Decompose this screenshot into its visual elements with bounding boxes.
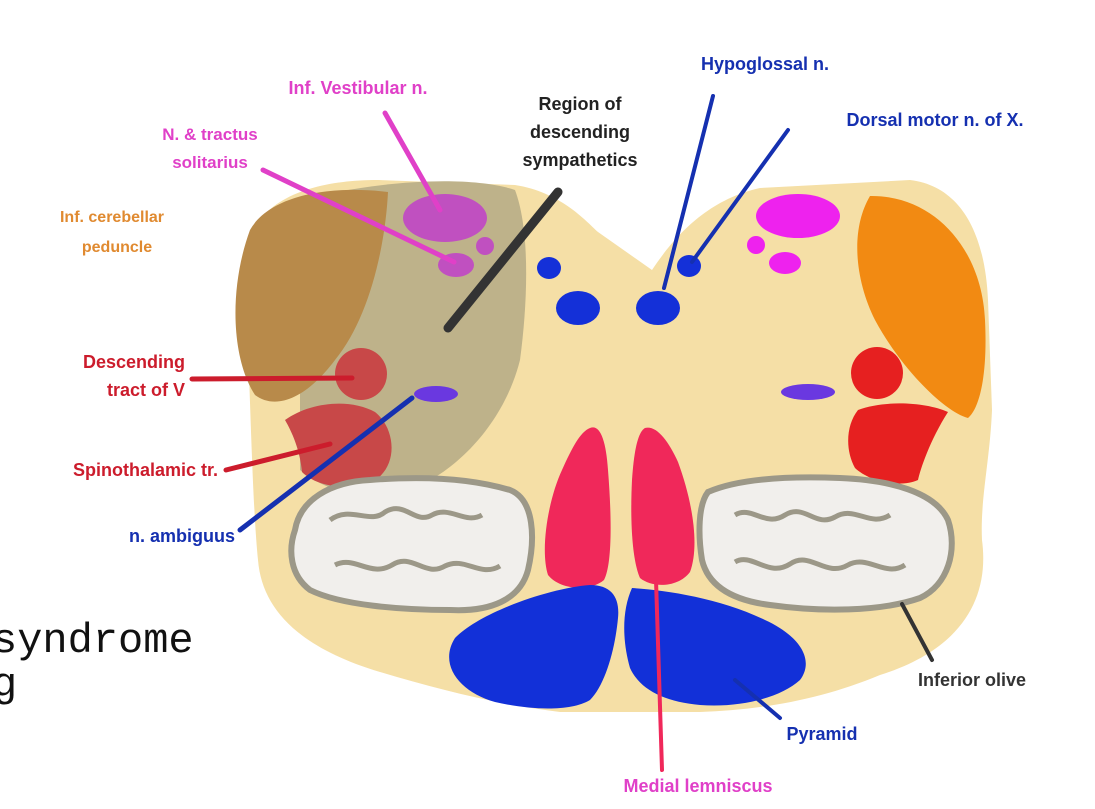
- hypoglossal-nucleus-left: [556, 291, 600, 325]
- label-dorsal-motor: Dorsal motor n. of X.: [846, 110, 1023, 130]
- nucleus-ambiguus-right: [781, 384, 835, 400]
- trigeminal-tract-left: [335, 348, 387, 400]
- label-spinothalamic: Spinothalamic tr.: [73, 460, 218, 480]
- background-text-line1: syndrome: [0, 617, 194, 665]
- inf-vestibular-nucleus-right: [756, 194, 840, 238]
- label-region-line2: descending: [530, 122, 630, 142]
- trigeminal-tract-right: [851, 347, 903, 399]
- label-region-line3: sympathetics: [522, 150, 637, 170]
- label-medial-lemniscus: Medial lemniscus: [623, 776, 772, 796]
- inf-vestibular-nucleus-left: [403, 194, 487, 242]
- solitary-nucleus-right: [769, 252, 801, 274]
- solitary-tract-right: [747, 236, 765, 254]
- inferior-olive-left: [291, 478, 532, 610]
- label-hypoglossal: Hypoglossal n.: [701, 54, 829, 74]
- label-cerebellar-line1: Inf. cerebellar: [60, 209, 164, 226]
- label-inferior-olive: Inferior olive: [918, 670, 1026, 690]
- label-descending-line2: tract of V: [107, 380, 185, 400]
- label-ambiguus: n. ambiguus: [129, 526, 235, 546]
- label-pyramid: Pyramid: [786, 724, 857, 744]
- label-descending-line1: Descending: [83, 352, 185, 372]
- hypoglossal-nucleus-right: [636, 291, 680, 325]
- label-region-line1: Region of: [539, 94, 623, 114]
- background-text-line2: g: [0, 661, 17, 709]
- pointer-descending-tract: [192, 378, 352, 379]
- label-inf-vestibular: Inf. Vestibular n.: [288, 78, 427, 98]
- nucleus-ambiguus-left: [414, 386, 458, 402]
- dorsal-motor-nucleus-left: [537, 257, 561, 279]
- label-tractus-line2: solitarius: [172, 153, 248, 172]
- label-cerebellar-line2: peduncle: [82, 239, 152, 256]
- inferior-olive-right: [700, 477, 952, 609]
- solitary-tract-left: [476, 237, 494, 255]
- label-tractus-line1: N. & tractus: [162, 125, 257, 144]
- dorsal-motor-nucleus-right: [677, 255, 701, 277]
